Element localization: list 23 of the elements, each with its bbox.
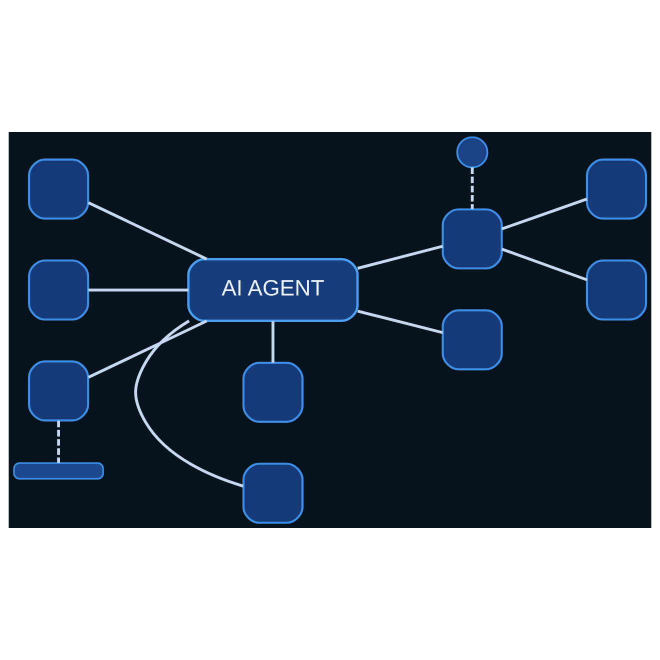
connector — [501, 198, 588, 230]
node-box — [442, 208, 503, 270]
connector — [357, 310, 444, 334]
node-box — [242, 362, 304, 423]
node-box — [586, 259, 648, 321]
connector — [470, 167, 474, 210]
connector — [272, 321, 274, 363]
node-box — [442, 309, 503, 370]
node-circle — [456, 136, 488, 168]
node-box — [28, 158, 90, 220]
connector — [57, 420, 60, 463]
node-box — [242, 462, 304, 524]
connector — [357, 244, 444, 270]
node-bar — [13, 462, 104, 480]
connector — [88, 201, 208, 260]
node-box — [28, 259, 90, 321]
connector — [88, 288, 188, 292]
node-box: AI AGENT — [187, 258, 359, 322]
node-box — [586, 158, 648, 220]
connector — [88, 320, 208, 379]
node-box — [28, 360, 90, 422]
connector — [134, 320, 244, 488]
connector — [501, 248, 588, 282]
